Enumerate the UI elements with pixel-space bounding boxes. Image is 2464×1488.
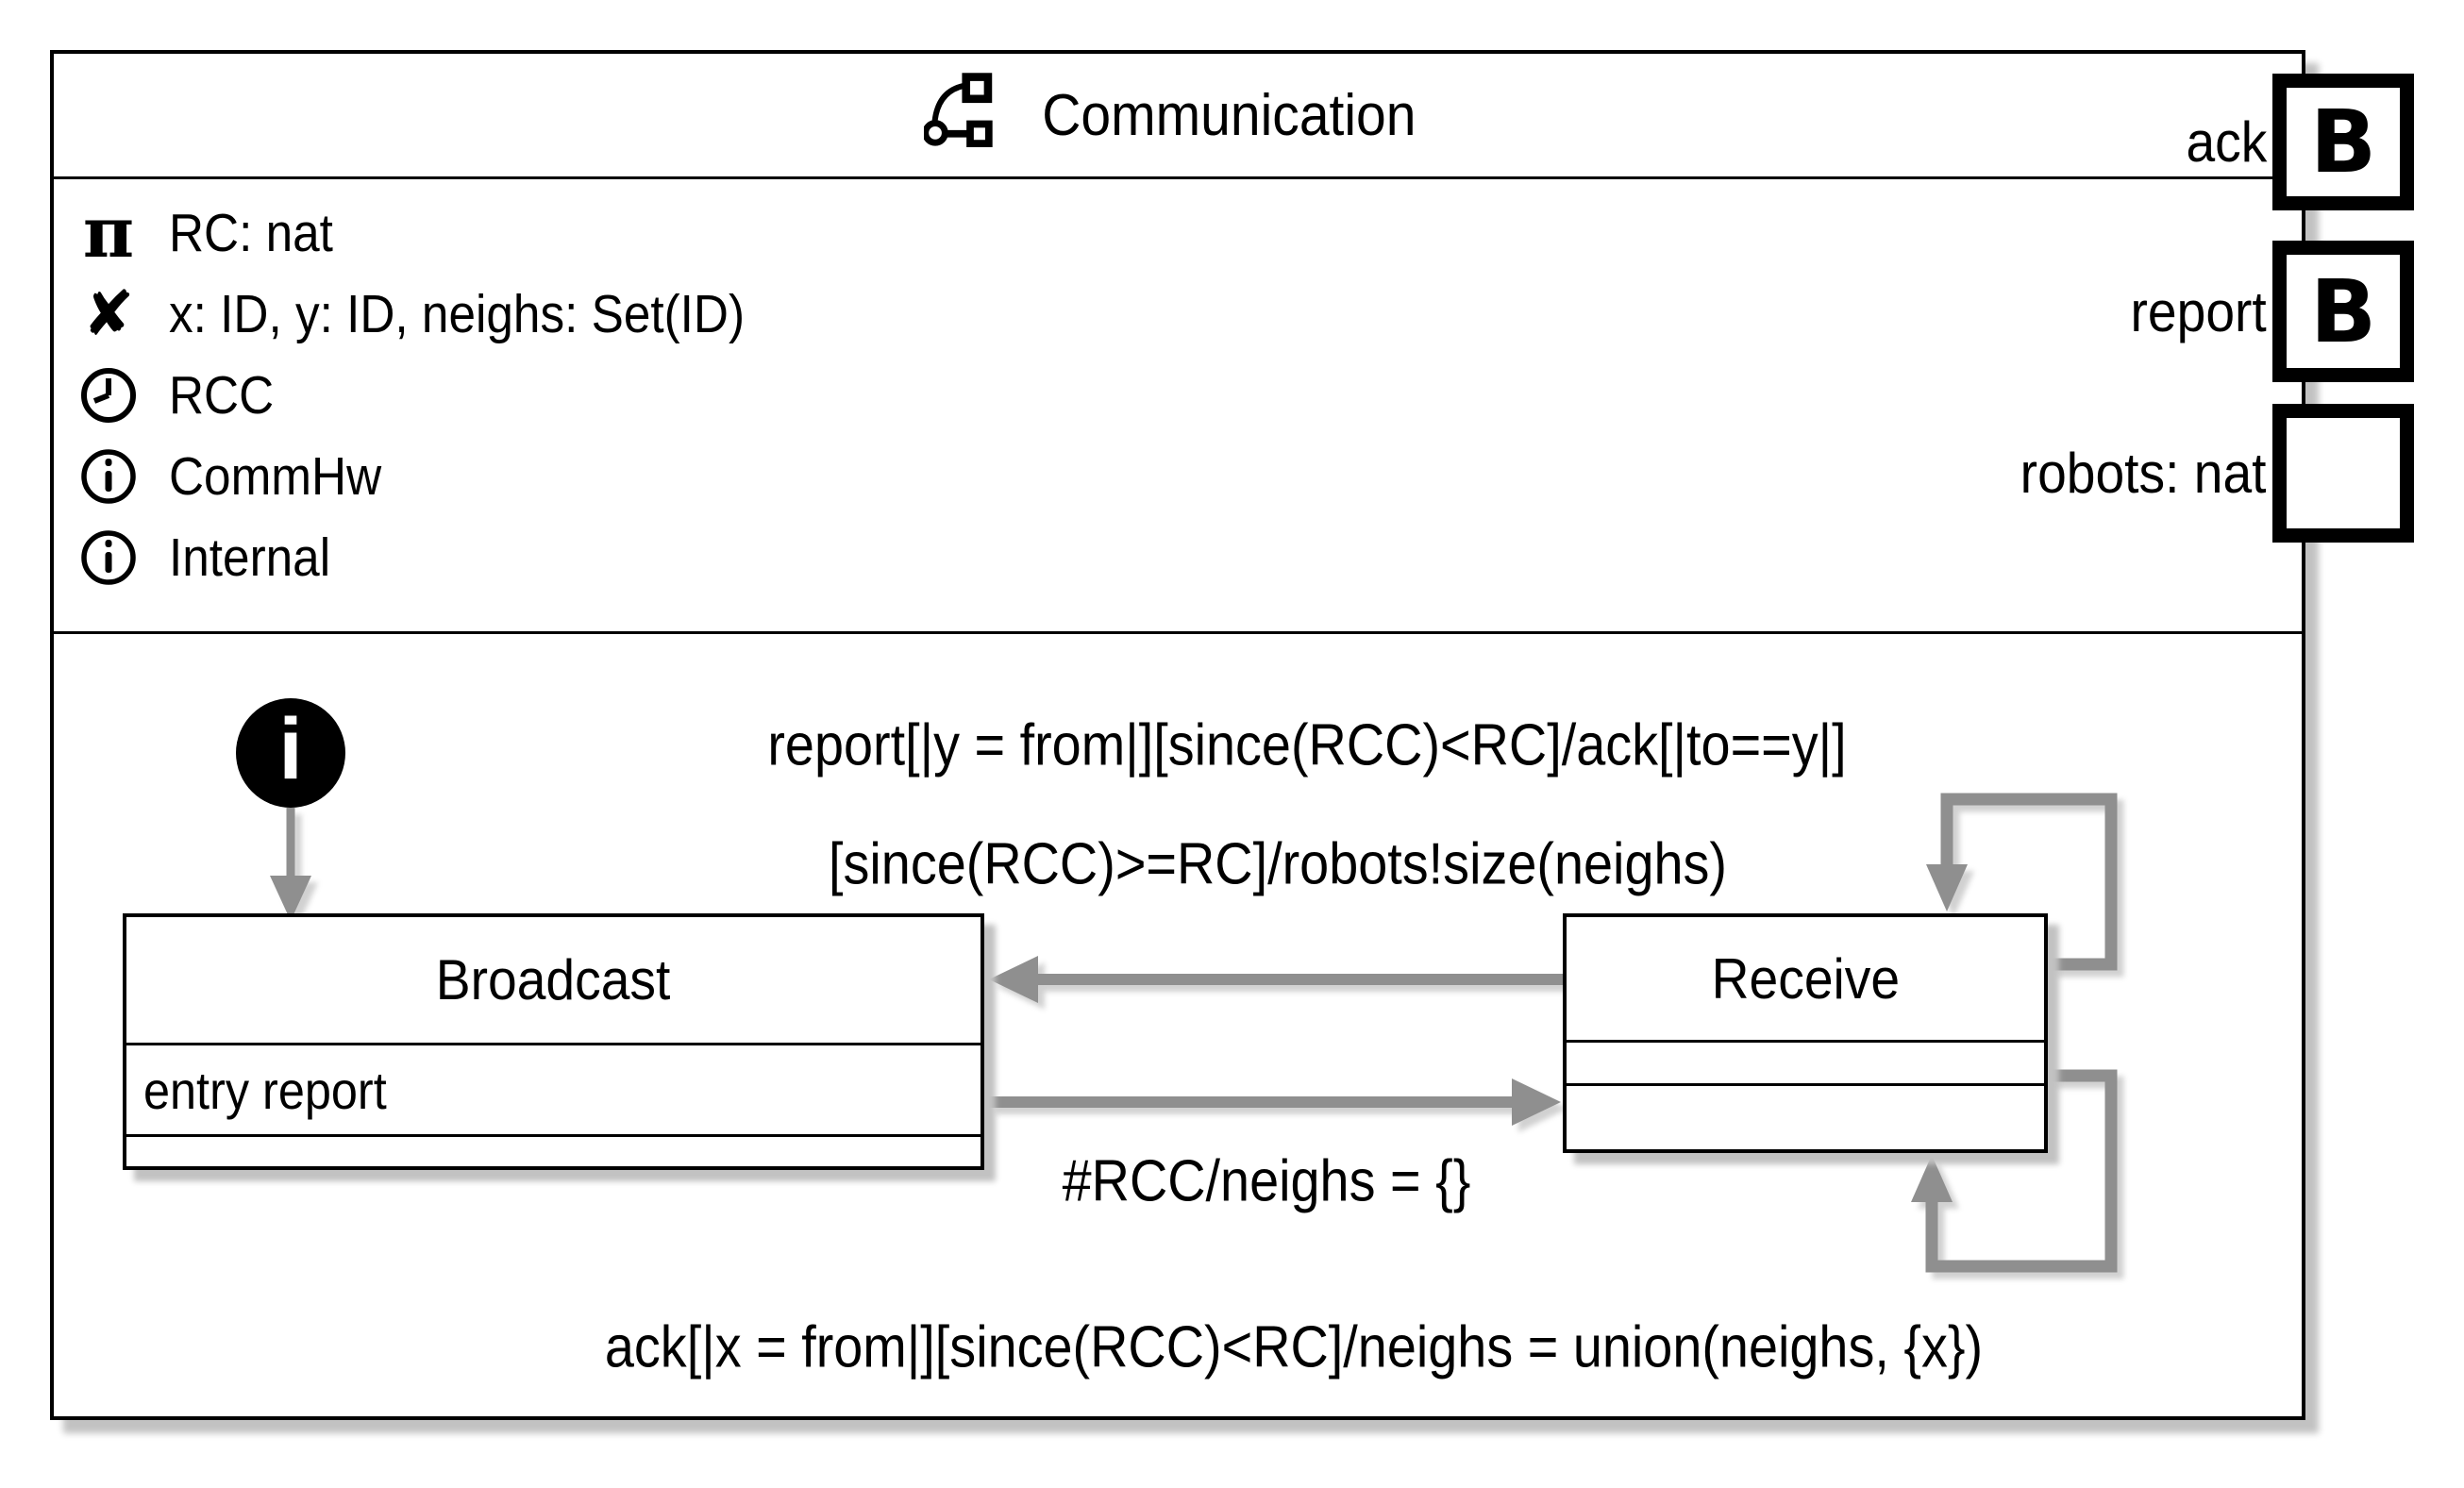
state-receive[interactable]: Receive <box>1563 913 2048 1153</box>
port-ack[interactable]: B <box>2272 74 2414 210</box>
port-label-robots: robots: nat <box>2020 442 2267 505</box>
declaration-internal[interactable]: Internal <box>71 518 348 597</box>
statechart-icon <box>923 73 993 147</box>
port-label-report: report <box>2130 279 2267 343</box>
declaration-label: CommHw <box>169 446 382 507</box>
block-title: Communication <box>1041 82 1416 148</box>
port-marker: B <box>2309 92 2377 192</box>
state-broadcast[interactable]: Broadcast entry report <box>123 913 984 1170</box>
state-entry-action: entry report <box>143 1060 387 1120</box>
section-divider <box>54 631 2302 634</box>
info-icon <box>71 447 146 506</box>
communication-block[interactable]: Communication π RC: nat ✘ x: ID, y: ID, … <box>50 50 2305 1420</box>
x-icon: ✘ <box>82 277 135 350</box>
initial-state-label: i <box>278 701 303 797</box>
info-icon <box>71 528 146 587</box>
block-title-bar: Communication <box>54 54 2302 179</box>
state-name: Broadcast <box>436 948 671 1012</box>
declaration-parameter[interactable]: π RC: nat <box>71 193 351 273</box>
declaration-label: x: ID, y: ID, neighs: Set(ID) <box>169 284 746 344</box>
transition-label-receive-to-broadcast[interactable]: [since(RCC)>=RC]/robots!size(neighs) <box>828 831 1728 897</box>
port-label-ack: ack <box>2186 110 2267 174</box>
pi-icon: π <box>82 192 135 274</box>
clock-icon <box>71 366 146 425</box>
declaration-label: Internal <box>169 527 331 588</box>
transition-label-broadcast-to-receive[interactable]: #RCC/neighs = {} <box>1062 1148 1471 1214</box>
declaration-label: RCC <box>169 365 275 426</box>
transition-label-receive-self-top[interactable]: report[|y = from|][since(RCC)<RC]/ack[|t… <box>767 712 1847 778</box>
declaration-label: RC: nat <box>169 203 333 263</box>
state-name: Receive <box>1711 946 1900 1011</box>
transition-label-receive-self-bottom[interactable]: ack[|x = from|][since(RCC)<RC]/neighs = … <box>604 1314 1984 1380</box>
initial-state[interactable]: i <box>236 698 345 808</box>
declaration-commhw[interactable]: CommHw <box>71 437 405 516</box>
declaration-variables[interactable]: ✘ x: ID, y: ID, neighs: Set(ID) <box>71 275 809 354</box>
port-robots[interactable] <box>2272 404 2414 543</box>
port-report[interactable]: B <box>2272 241 2414 382</box>
port-marker: B <box>2309 260 2377 362</box>
declaration-clock[interactable]: RCC <box>71 356 286 435</box>
